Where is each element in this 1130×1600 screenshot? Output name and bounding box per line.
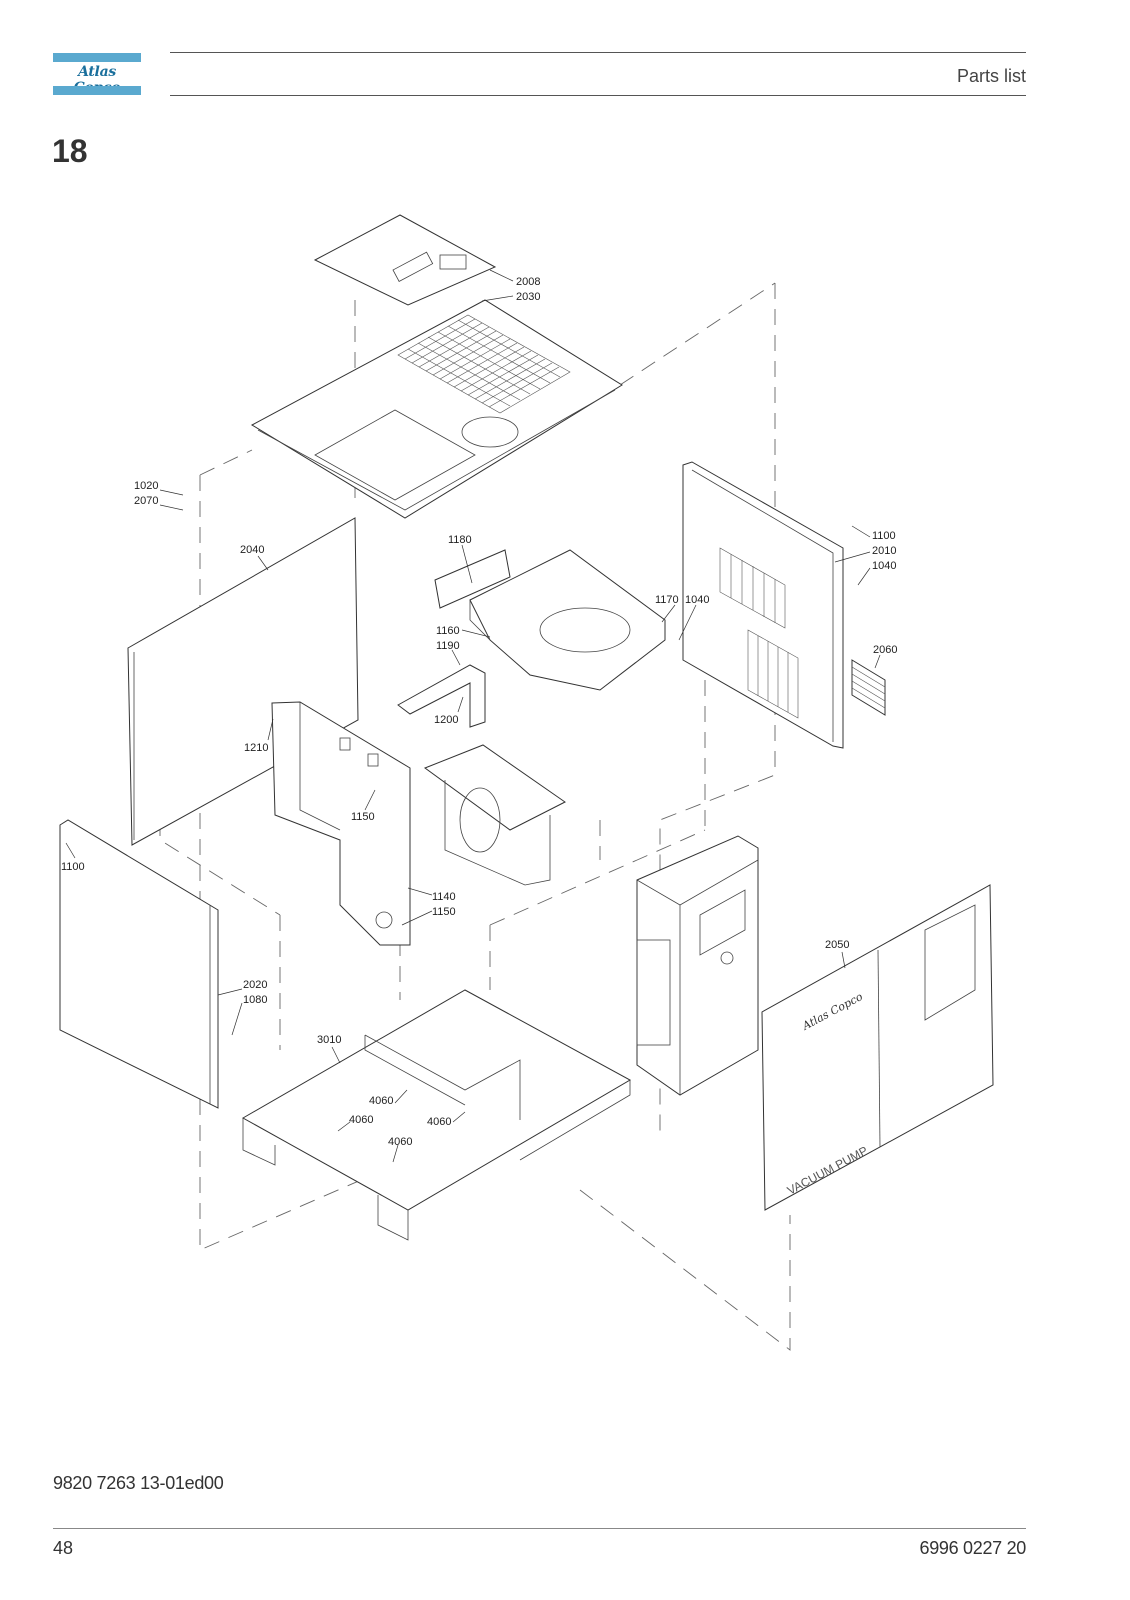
callout-4060-d: 4060 [388,1136,412,1148]
callout-1210: 1210 [244,742,268,754]
footer-rule [53,1528,1026,1529]
part-inner-frame [271,701,411,946]
callout-1040-center: 1040 [685,594,709,606]
callout-1190: 1190 [436,640,460,652]
part-filter-plate [434,549,511,609]
header-rule-bottom [170,95,1026,96]
page-number: 48 [53,1538,74,1558]
callout-2010: 2010 [872,545,896,557]
callout-1170: 1170 [655,594,679,606]
callout-2060: 2060 [873,644,897,656]
callout-2008: 2008 [516,276,540,288]
logo-bottom-bar [53,86,141,95]
atlas-copco-logo: Atlas Copco [53,53,141,96]
part-base-frame [241,989,632,1241]
callout-2020: 2020 [243,979,267,991]
callout-1080: 1080 [243,994,267,1006]
part-fan-duct-tray [469,549,666,691]
callout-1180: 1180 [448,534,472,546]
part-top-cover-plate [313,214,497,306]
callout-1020: 1020 [134,480,158,492]
part-center-duct [423,744,566,886]
callout-3010: 3010 [317,1034,341,1046]
part-side-grille [851,659,886,716]
section-number: 18 [52,133,88,169]
part-control-cabinet [636,835,759,1096]
callout-2050: 2050 [825,939,849,951]
manual-part-number: 6996 0227 20 [919,1538,1026,1558]
exploded-parts-drawing: Atlas Copco VACUUM PUMP [55,210,1030,1390]
callout-labels: 2008 2030 1020 2070 2040 1180 1100 2010 … [61,276,897,1148]
callout-1150-center: 1150 [351,811,375,823]
part-right-side-panel [682,461,844,749]
callout-1040-right: 1040 [872,560,896,572]
callout-2070: 2070 [134,495,158,507]
callout-1100-left: 1100 [61,861,85,873]
part-front-left-panel [59,819,219,1109]
callout-1100-right: 1100 [872,530,896,542]
callout-leader-lines [65,269,881,1163]
callout-1150-lower: 1150 [432,906,456,918]
callout-1160: 1160 [436,625,460,637]
header-rule-top [170,52,1026,53]
callout-4060-b: 4060 [349,1114,373,1126]
part-roof-panel [250,299,623,519]
callout-1200: 1200 [434,714,458,726]
callout-2040: 2040 [240,544,264,556]
callout-4060-c: 4060 [427,1116,451,1128]
header-title: Parts list [956,66,1026,86]
document-code: 9820 7263 13-01ed00 [53,1473,224,1493]
callout-1140: 1140 [432,891,456,903]
part-mounting-bracket [397,664,486,728]
part-left-side-panel [127,517,359,846]
callout-2030: 2030 [516,291,540,303]
logo-top-bar [53,53,141,62]
part-front-door: Atlas Copco VACUUM PUMP [761,884,994,1211]
callout-4060-a: 4060 [369,1095,393,1107]
